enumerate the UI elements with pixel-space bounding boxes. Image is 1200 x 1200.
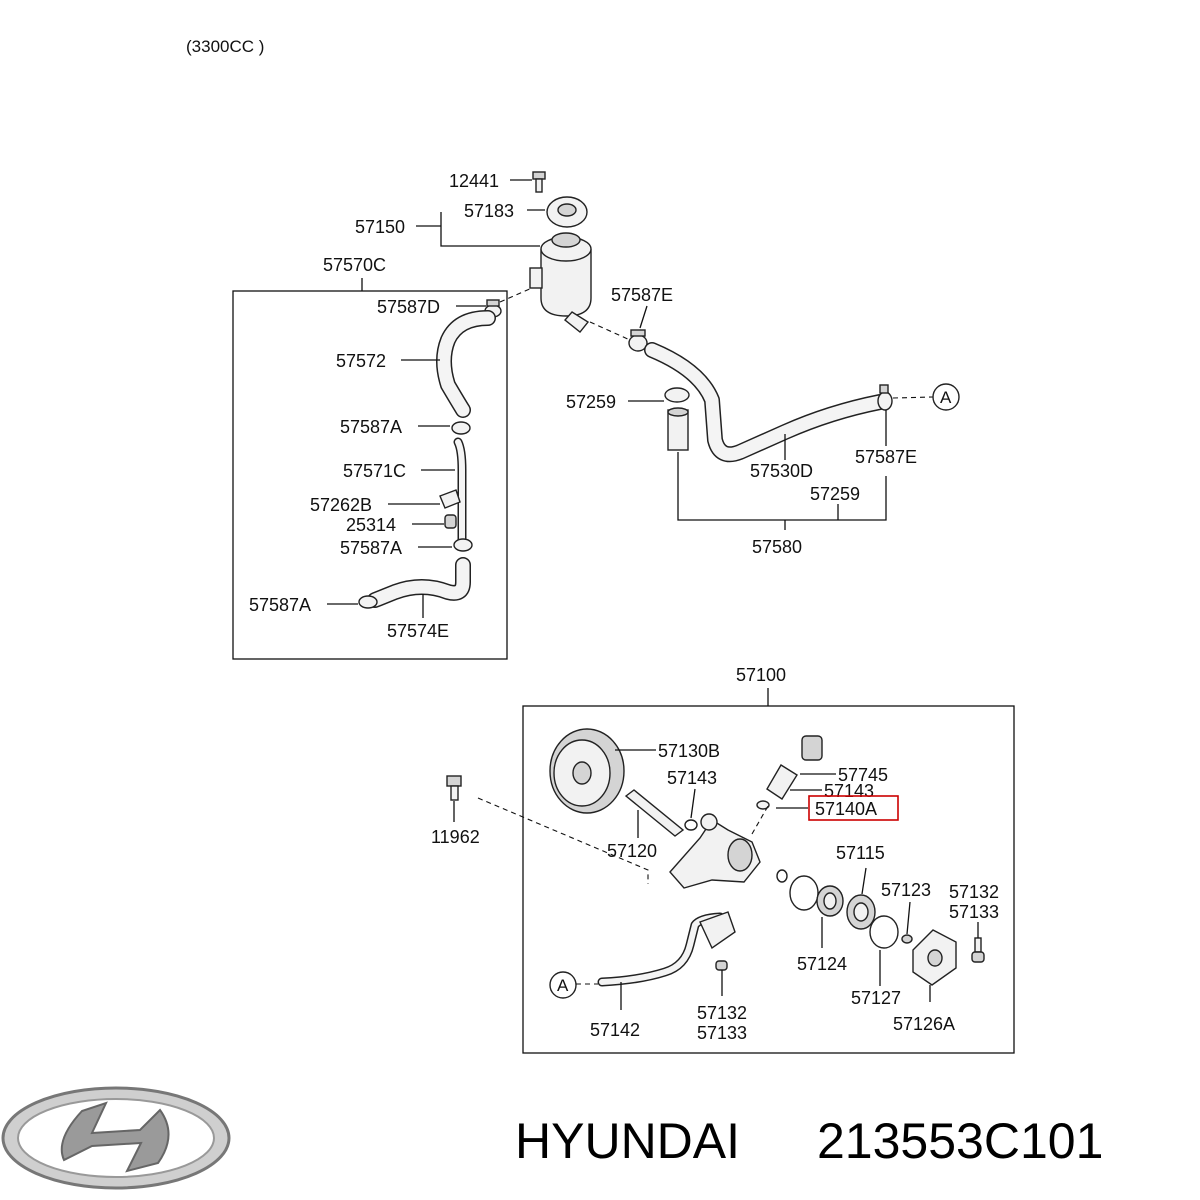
label-57127: 57127 [851, 988, 901, 1008]
label-57150: 57150 [355, 217, 405, 237]
label-57120: 57120 [607, 841, 657, 861]
plate-57124-icon [816, 885, 844, 917]
gasket-57127-icon [869, 915, 899, 949]
clamp-57259-1-icon [664, 387, 690, 451]
hose-57574E-icon [367, 557, 471, 608]
label-57262B: 57262B [310, 495, 372, 515]
label-57587A-3: 57587A [249, 595, 311, 615]
hose-57530D-icon [644, 342, 888, 463]
label-11962: 11962 [431, 827, 480, 847]
label-57143-1: 57143 [667, 768, 717, 788]
clamp-57587A-3-icon [358, 595, 378, 609]
label-57143-2: 57143 [824, 781, 874, 801]
oring-57143-1-icon [684, 819, 698, 831]
label-57133-1: 57133 [949, 902, 999, 922]
seal-rings-icon [776, 869, 819, 911]
label-57124: 57124 [797, 954, 847, 974]
label-57587A-1: 57587A [340, 417, 402, 437]
group-box-57100 [522, 705, 1015, 1054]
label-57132-1: 57132 [949, 882, 999, 902]
label-57123: 57123 [881, 880, 931, 900]
label-57132-2: 57132 [697, 1003, 747, 1023]
engine-note: (3300CC ) [186, 37, 264, 56]
clip-25314-icon [444, 514, 457, 529]
svg-text:A: A [940, 388, 952, 407]
pin-57123-icon [901, 934, 913, 944]
label-57587D: 57587D [377, 297, 440, 317]
label-57574E: 57574E [387, 621, 449, 641]
label-25314: 25314 [346, 515, 396, 535]
label-57140A: 57140A [815, 799, 877, 819]
label-57130B: 57130B [658, 741, 720, 761]
label-57587E-2: 57587E [855, 447, 917, 467]
label-57580: 57580 [752, 537, 802, 557]
bolt-12441-icon [532, 171, 546, 193]
group-box-57570C [232, 290, 508, 660]
hyundai-logo-icon [1, 1086, 231, 1190]
brand-name: HYUNDAI [515, 1113, 740, 1169]
rotor-57115-icon [846, 894, 876, 930]
pump-body-icon [669, 813, 761, 889]
label-57259-1: 57259 [566, 392, 616, 412]
part-number: 213553C101 [817, 1113, 1103, 1169]
label-57571C: 57571C [343, 461, 406, 481]
clamp-57587A-2-icon [453, 538, 473, 552]
label-57745: 57745 [838, 765, 888, 785]
shaft-57120-icon [624, 789, 685, 837]
label-57126A: 57126A [893, 1014, 955, 1034]
label-57587E-1: 57587E [611, 285, 673, 305]
tube-57571C-icon [453, 437, 467, 545]
label-12441: 12441 [449, 171, 499, 191]
reservoir-icon [529, 232, 592, 333]
bracket-57262B-icon [439, 489, 461, 509]
label-57133-2: 57133 [697, 1023, 747, 1043]
label-57259-2: 57259 [810, 484, 860, 504]
label-57115: 57115 [836, 843, 885, 863]
label-57142: 57142 [590, 1020, 640, 1040]
hose-57572-icon [436, 310, 496, 418]
label-57183: 57183 [464, 201, 514, 221]
reservoir-cap-icon [546, 196, 588, 228]
label-57570C: 57570C [323, 255, 386, 275]
label-57572: 57572 [336, 351, 386, 371]
pipe-57142-icon [597, 911, 736, 987]
bolt-57132-1-icon [971, 937, 985, 963]
valve-57745-icon [756, 735, 823, 810]
clamp-57587A-1-icon [451, 421, 471, 435]
clamp-57587E-1-icon [628, 329, 648, 352]
label-57530D: 57530D [750, 461, 813, 481]
connector-a-1-icon: A [932, 383, 960, 411]
label-57587A-2: 57587A [340, 538, 402, 558]
clamp-57587E-2-icon [877, 384, 893, 411]
bolt-57132-2-icon [715, 960, 728, 971]
cover-57126A-icon [912, 929, 957, 986]
connector-a-2-icon: A [549, 971, 577, 999]
pulley-57130B-icon [549, 728, 625, 814]
label-57100: 57100 [736, 665, 786, 685]
svg-text:A: A [557, 976, 569, 995]
bolt-11962-icon [446, 775, 462, 801]
highlight-57140A [808, 795, 899, 821]
